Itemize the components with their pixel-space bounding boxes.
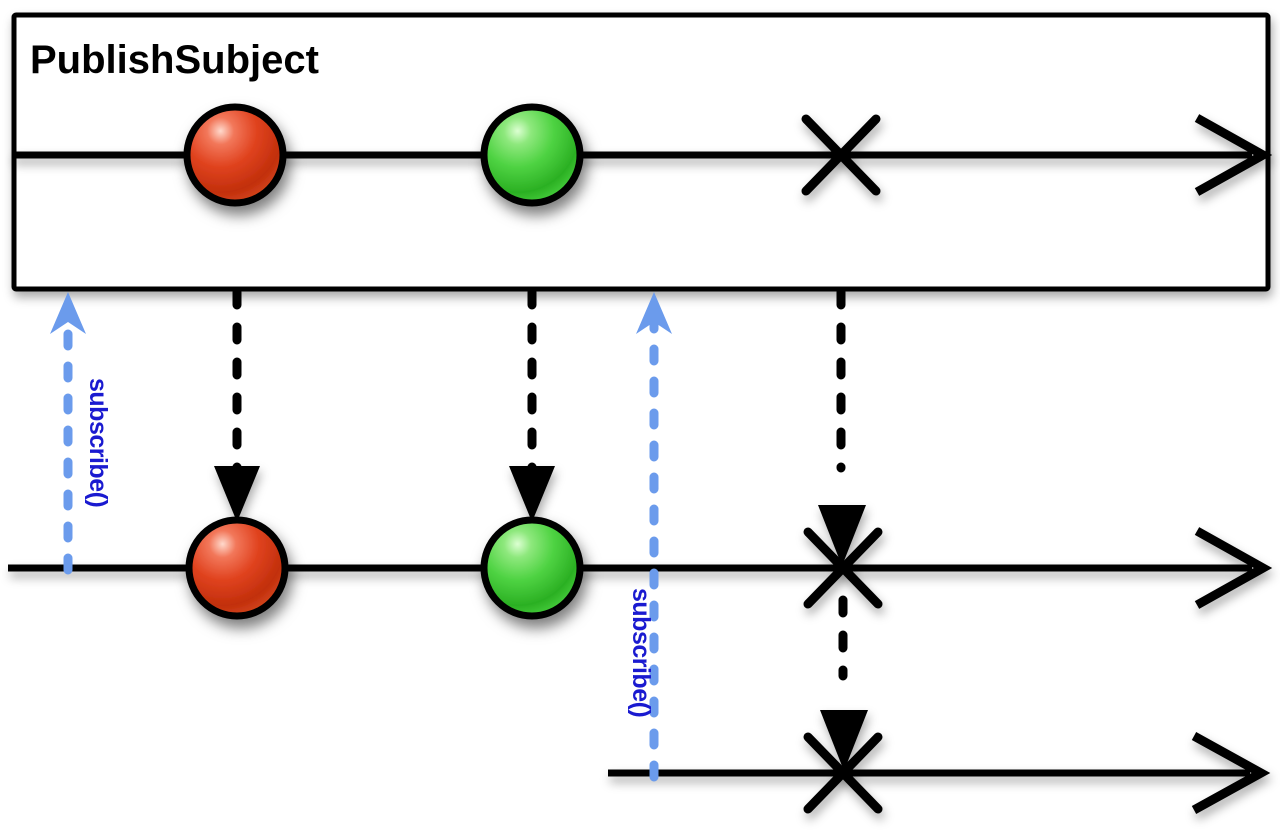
timeline-arrowhead-icon	[1194, 527, 1273, 609]
subscribe-arrowhead-icon	[50, 292, 86, 334]
error-x-icon-row1	[801, 114, 881, 196]
error-x-icon-row3	[803, 732, 883, 814]
red-marble-row1	[183, 103, 287, 207]
subscribe-arrowhead-icon	[636, 292, 672, 334]
error-x-icon-row2	[803, 527, 883, 609]
timeline-arrowhead-icon	[1194, 114, 1273, 196]
subscribe-arrow-1[interactable]: subscribe()	[50, 292, 112, 575]
emission-arrow-error-row2	[818, 287, 866, 566]
subscribe-label-1: subscribe()	[84, 378, 112, 507]
emission-arrowhead-icon	[214, 466, 260, 522]
emission-arrowhead-icon	[818, 505, 866, 566]
subscribe-arrow-2[interactable]: subscribe()	[627, 292, 672, 782]
emission-arrow-green	[509, 287, 555, 522]
emission-arrowhead-icon	[820, 710, 868, 771]
subscribe-label-2: subscribe()	[627, 588, 655, 717]
subscriber-2-timeline	[608, 732, 1271, 814]
red-marble-row2	[185, 516, 289, 620]
green-marble-row1	[480, 103, 584, 207]
green-marble-row2	[480, 516, 584, 620]
timeline-arrowhead-icon	[1191, 732, 1271, 814]
emission-arrowhead-icon	[509, 466, 555, 522]
page-title: PublishSubject	[30, 38, 319, 82]
emission-arrow-red	[214, 287, 260, 522]
emission-arrow-error-row3	[820, 595, 868, 771]
